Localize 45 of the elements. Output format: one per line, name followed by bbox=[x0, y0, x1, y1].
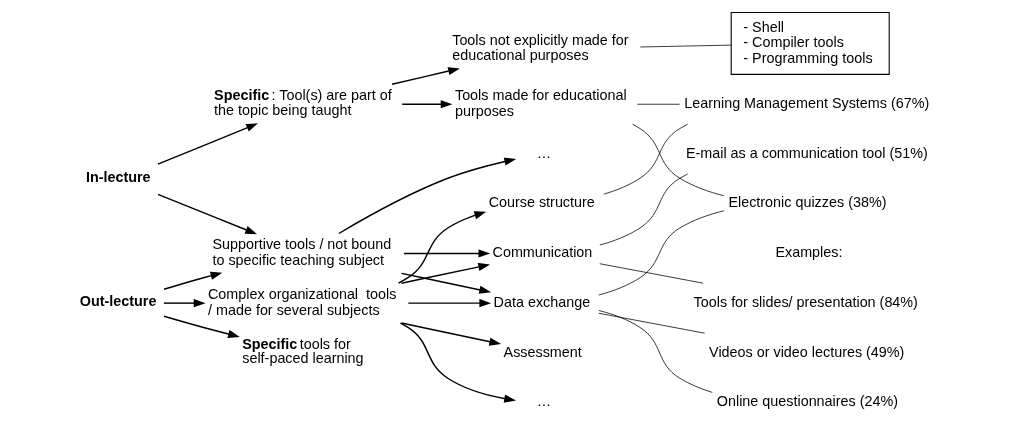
connector bbox=[602, 123, 688, 195]
arrow bbox=[390, 67, 460, 85]
node-text: Specific tools for self-paced learning bbox=[241, 335, 364, 367]
arrow bbox=[399, 322, 516, 403]
arrow bbox=[162, 271, 222, 291]
arrow bbox=[400, 322, 501, 346]
node-text: Tools not explicitly made for educational purposes bbox=[451, 32, 629, 64]
node-text: Course structure bbox=[488, 194, 595, 211]
node-text: Out-lecture bbox=[79, 292, 156, 309]
node-text: Electronic quizzes (38%) bbox=[727, 194, 886, 211]
arrow bbox=[397, 211, 486, 284]
node-box: - Shell - Compiler tools - Programming tools bbox=[730, 12, 890, 75]
label: Examples: bbox=[774, 244, 842, 261]
connector bbox=[597, 310, 713, 393]
node-text: Tools made for educational purposes bbox=[454, 87, 627, 119]
node-text: Videos or video lectures (49%) bbox=[708, 343, 904, 360]
arrow bbox=[156, 193, 257, 235]
node-text: Assessment bbox=[503, 343, 582, 360]
node-text: Tools for slides/ presentation (84%) bbox=[693, 293, 918, 310]
connector bbox=[598, 263, 704, 284]
connector bbox=[631, 123, 724, 197]
node-text: Specific: Tool(s) are part of the topic being taught bbox=[213, 87, 392, 118]
arrow bbox=[400, 100, 452, 109]
connector bbox=[597, 312, 705, 334]
node-text: … bbox=[536, 144, 551, 161]
arrow bbox=[400, 272, 491, 294]
node-text: Online questionnaires (24%) bbox=[716, 393, 898, 410]
connector bbox=[639, 44, 731, 48]
node-text: Communication bbox=[492, 244, 592, 261]
node-text: Data exchange bbox=[493, 293, 590, 310]
node-text: Complex organizational tools / made for several subjects bbox=[207, 286, 396, 318]
arrow bbox=[337, 157, 516, 235]
node-text: Learning Management Systems (67%) bbox=[683, 95, 929, 111]
arrow bbox=[162, 299, 205, 308]
arrow bbox=[402, 249, 490, 258]
arrow bbox=[407, 299, 491, 308]
node-text: … bbox=[536, 393, 551, 410]
node-text: E-mail as a communication tool (51%) bbox=[685, 144, 928, 161]
connector bbox=[597, 210, 724, 296]
arrow bbox=[162, 315, 240, 338]
arrow bbox=[400, 262, 490, 284]
node-text: In-lecture bbox=[85, 169, 151, 186]
node-text: Supportive tools / not bound to specific teaching subject bbox=[211, 236, 391, 268]
connector bbox=[598, 173, 688, 246]
arrow bbox=[156, 123, 258, 165]
